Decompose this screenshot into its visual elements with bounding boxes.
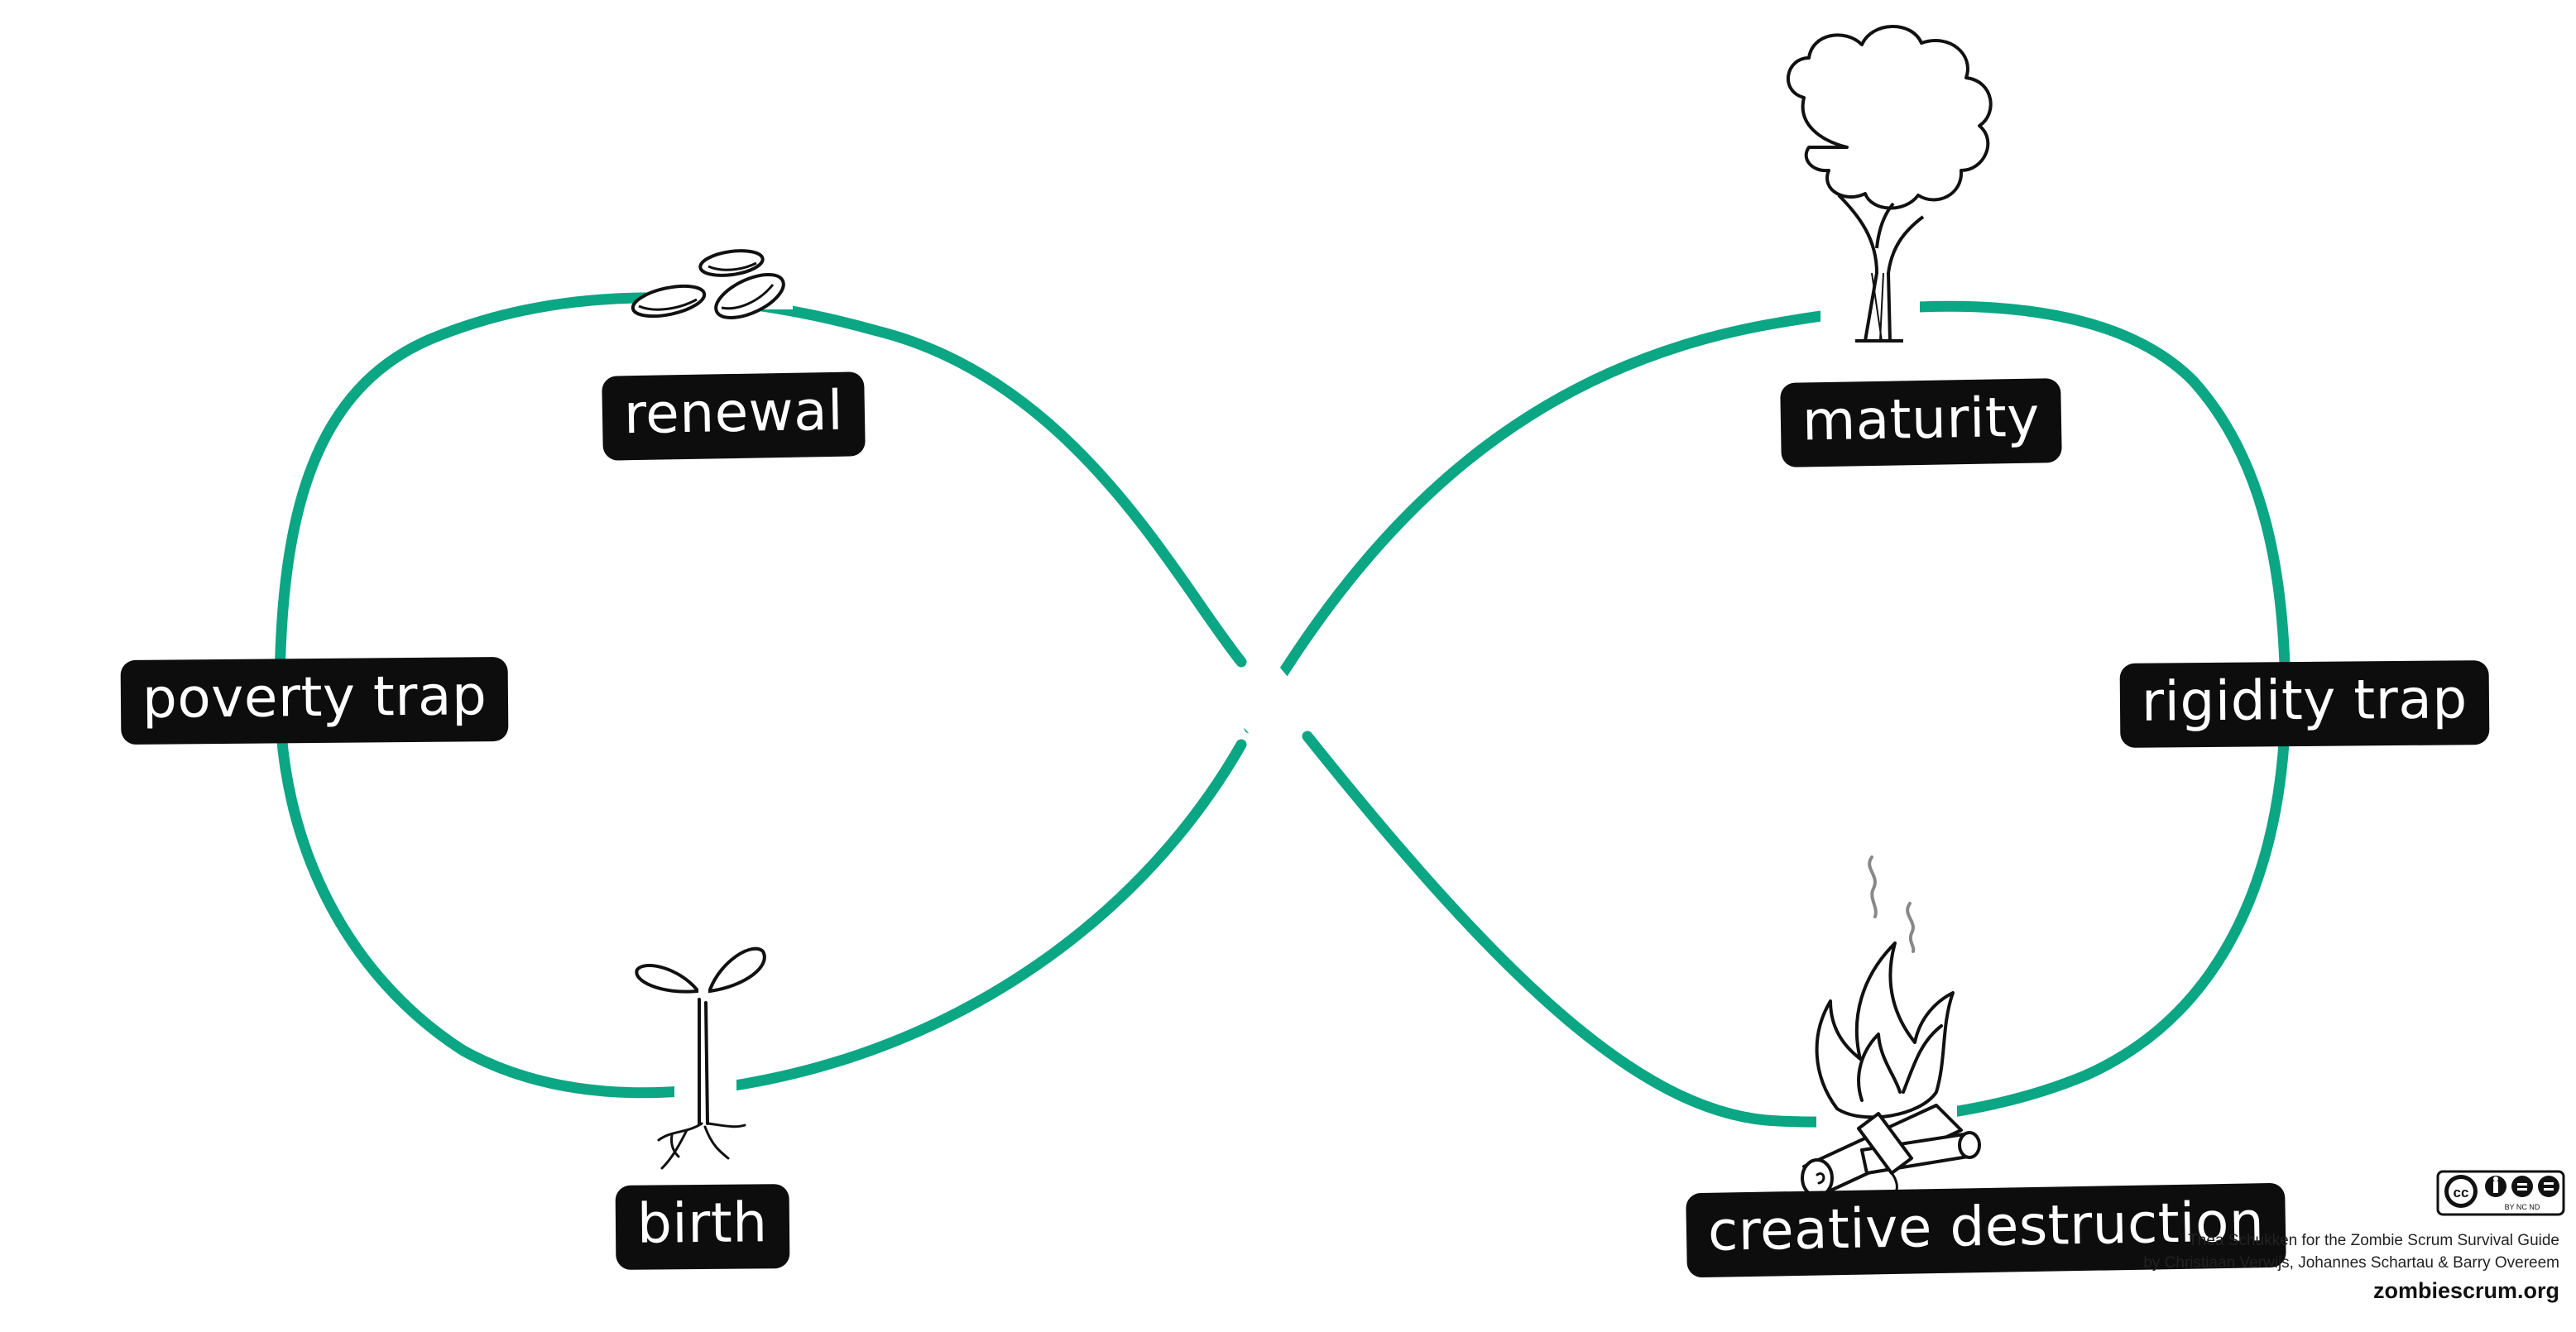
label-birth: birth [615, 1184, 790, 1270]
loop-right-upper [1244, 300, 2291, 734]
credit-site: zombiescrum.org [2372, 1278, 2559, 1303]
label-renewal: renewal [602, 371, 866, 461]
credit-line-1: Thea Schukken for the Zombie Scrum Survi… [2188, 1232, 2559, 1249]
label-poverty-trap: poverty trap [120, 656, 509, 745]
svg-text:cc: cc [2454, 1185, 2469, 1200]
label-rigidity-trap: rigidity trap [2119, 660, 2490, 748]
credit-line-2: by Christiaan Verwijs, Johannes Schartau… [2143, 1254, 2559, 1272]
tree-icon [1787, 25, 1993, 343]
sprout-icon [635, 946, 766, 1170]
campfire-icon [1801, 855, 1981, 1198]
license-badge: cc BY NC ND [2436, 1170, 2565, 1216]
label-maturity: maturity [1780, 378, 2062, 467]
license-text: BY NC ND [2505, 1203, 2540, 1211]
credit-block: Thea Schukken for the Zombie Scrum Survi… [2143, 1229, 2559, 1307]
loop-right-lower [1302, 689, 2291, 1128]
seeds-icon [631, 249, 785, 319]
